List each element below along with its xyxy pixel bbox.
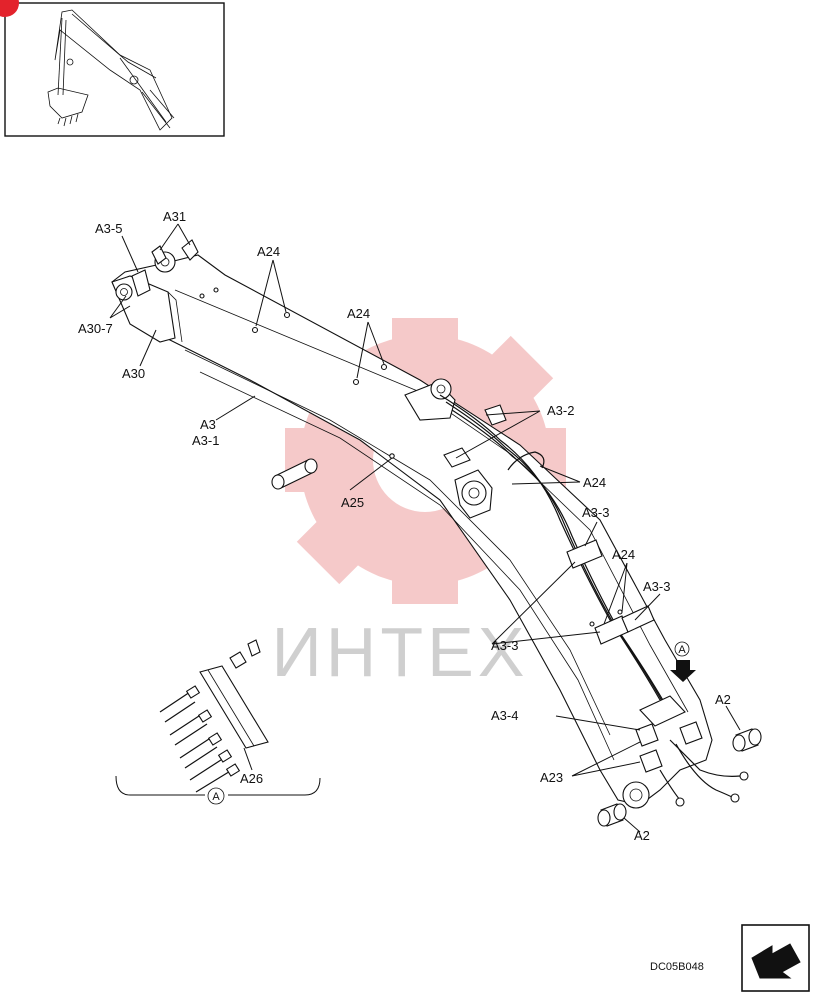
label-a26: A26 <box>240 771 263 786</box>
pin-part <box>271 458 318 490</box>
label-a3: A3 <box>200 417 216 432</box>
label-a24-3: A24 <box>583 475 606 490</box>
bushing-parts <box>597 728 762 827</box>
label-a3-5: A3-5 <box>95 221 122 236</box>
watermark-text: ИНТЕХ <box>271 613 528 691</box>
label-a3-3-1: A3-3 <box>582 505 609 520</box>
drawing-code: DC05B048 <box>650 961 704 973</box>
label-a3-2: A3-2 <box>547 403 574 418</box>
next-page-arrow-icon[interactable] <box>741 924 810 992</box>
view-a-marker-label: A <box>678 644 686 656</box>
label-a3-1: A3-1 <box>192 433 219 448</box>
boom-assembly <box>111 239 749 809</box>
detail-a-fittings: A <box>115 639 321 805</box>
label-a2-2: A2 <box>634 828 650 843</box>
label-a25: A25 <box>341 495 364 510</box>
label-a30-7: A30-7 <box>78 321 113 336</box>
view-a-marker-icon <box>674 641 690 657</box>
label-a24-2: A24 <box>347 306 370 321</box>
red-circle-badge-icon <box>0 0 19 17</box>
view-a-arrow: A <box>670 641 696 682</box>
label-a2-1: A2 <box>715 692 731 707</box>
leader-lines <box>109 223 741 833</box>
label-a30: A30 <box>122 366 145 381</box>
label-a3-3-3: A3-3 <box>491 638 518 653</box>
overview-thumbnail <box>4 2 225 137</box>
label-a3-4: A3-4 <box>491 708 518 723</box>
label-a24-4: A24 <box>612 547 635 562</box>
label-a24-1: A24 <box>257 244 280 259</box>
detail-a-marker-label: A <box>212 791 220 803</box>
detail-a-marker-icon <box>207 787 225 805</box>
label-a3-3-2: A3-3 <box>643 579 670 594</box>
part-labels: A3-5 A31 A24 A24 A30-7 A30 A3 A3-1 A25 A… <box>78 209 731 843</box>
label-a23: A23 <box>540 770 563 785</box>
label-a31: A31 <box>163 209 186 224</box>
